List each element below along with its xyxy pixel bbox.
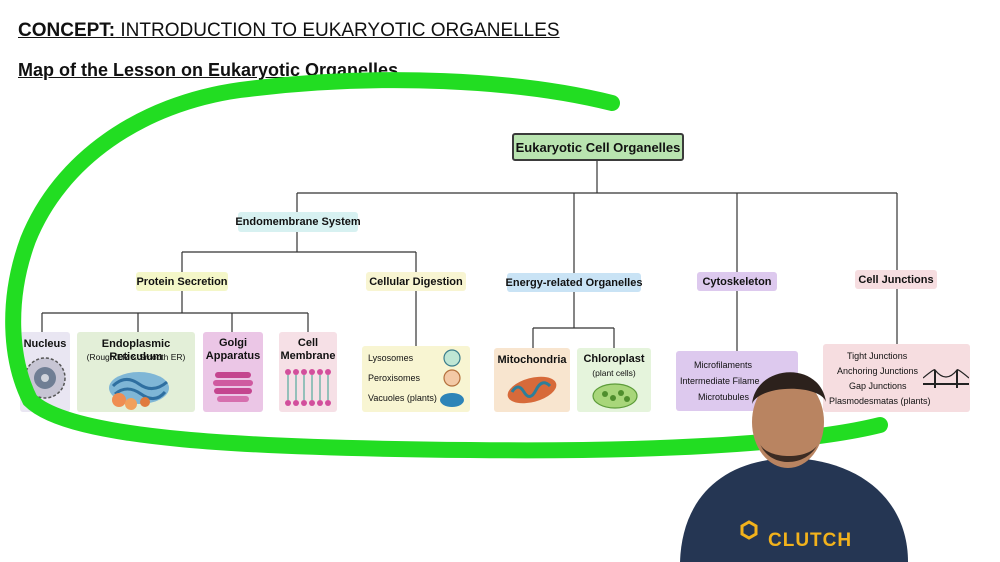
microfilaments-label: Microfilaments (694, 360, 753, 370)
concept-title: CONCEPT: INTRODUCTION TO EUKARYOTIC ORGA… (18, 20, 560, 42)
junctions-card: Tight Junctions Anchoring Junctions Gap … (823, 344, 970, 412)
membrane-label-2: Membrane (280, 350, 336, 362)
vacuoles-label: Vacuoles (plants) (368, 393, 437, 403)
peroxisomes-label: Peroxisomes (368, 373, 421, 383)
concept-title-text: INTRODUCTION TO EUKARYOTIC ORGANELLES (115, 20, 560, 41)
er-illustration (109, 372, 169, 410)
anchoring-junctions-label: Anchoring Junctions (837, 366, 919, 376)
cell-membrane-card: Cell Membrane (279, 332, 337, 412)
lesson-subtitle: Map of the Lesson on Eukaryotic Organell… (18, 60, 399, 80)
nucleus-label: Nucleus (23, 338, 67, 350)
mitochondria-card: Mitochondria (494, 348, 570, 412)
presenter-figure (680, 372, 908, 562)
nucleus-card: Nucleus (20, 332, 70, 412)
digestion-illustration (440, 349, 464, 407)
energy-organelles-node: Energy-related Organelles (506, 273, 642, 292)
plasmodesmata-label: Plasmodesmatas (plants) (829, 396, 931, 406)
mitochondria-illustration (507, 376, 557, 404)
chloroplast-sublabel: (plant cells) (592, 368, 636, 378)
bridge-icon (923, 369, 969, 388)
tight-junctions-label: Tight Junctions (847, 351, 908, 361)
intermediate-filaments-label: Intermediate Filame (680, 376, 760, 386)
clutch-logo-icon (740, 520, 758, 540)
protein-secretion-node: Protein Secretion (136, 272, 228, 291)
shirt-logo-text: CLUTCH (768, 530, 853, 551)
chloroplast-label: Chloroplast (583, 353, 645, 365)
concept-prefix: CONCEPT: (18, 20, 116, 41)
er-sublabel: (Rough ER & Smooth ER) (86, 352, 186, 362)
gap-junctions-label: Gap Junctions (849, 381, 907, 391)
endomembrane-node: Endomembrane System (235, 212, 361, 232)
golgi-label-1: Golgi (218, 337, 248, 349)
membrane-illustration (285, 369, 331, 406)
er-label: Endoplasmic Reticulum (101, 338, 171, 363)
golgi-card: Golgi Apparatus (203, 332, 263, 412)
er-card: Endoplasmic Reticulum (Rough ER & Smooth… (77, 332, 195, 412)
golgi-illustration (213, 372, 253, 402)
chloroplast-illustration (592, 383, 638, 409)
digestion-card: Lysosomes Peroxisomes Vacuoles (plants) (362, 346, 470, 412)
mitochondria-label: Mitochondria (497, 354, 567, 366)
root-node: Eukaryotic Cell Organelles (512, 133, 684, 161)
golgi-label-2: Apparatus (205, 350, 261, 362)
cytoskeleton-node: Cytoskeleton (697, 272, 777, 291)
membrane-label-1: Cell (297, 337, 319, 349)
cellular-digestion-node: Cellular Digestion (366, 272, 466, 291)
lysosomes-label: Lysosomes (368, 353, 414, 363)
microtubules-label: Microtubules (698, 392, 750, 402)
cell-junctions-node: Cell Junctions (855, 270, 937, 289)
chloroplast-card: Chloroplast (plant cells) (577, 348, 651, 412)
